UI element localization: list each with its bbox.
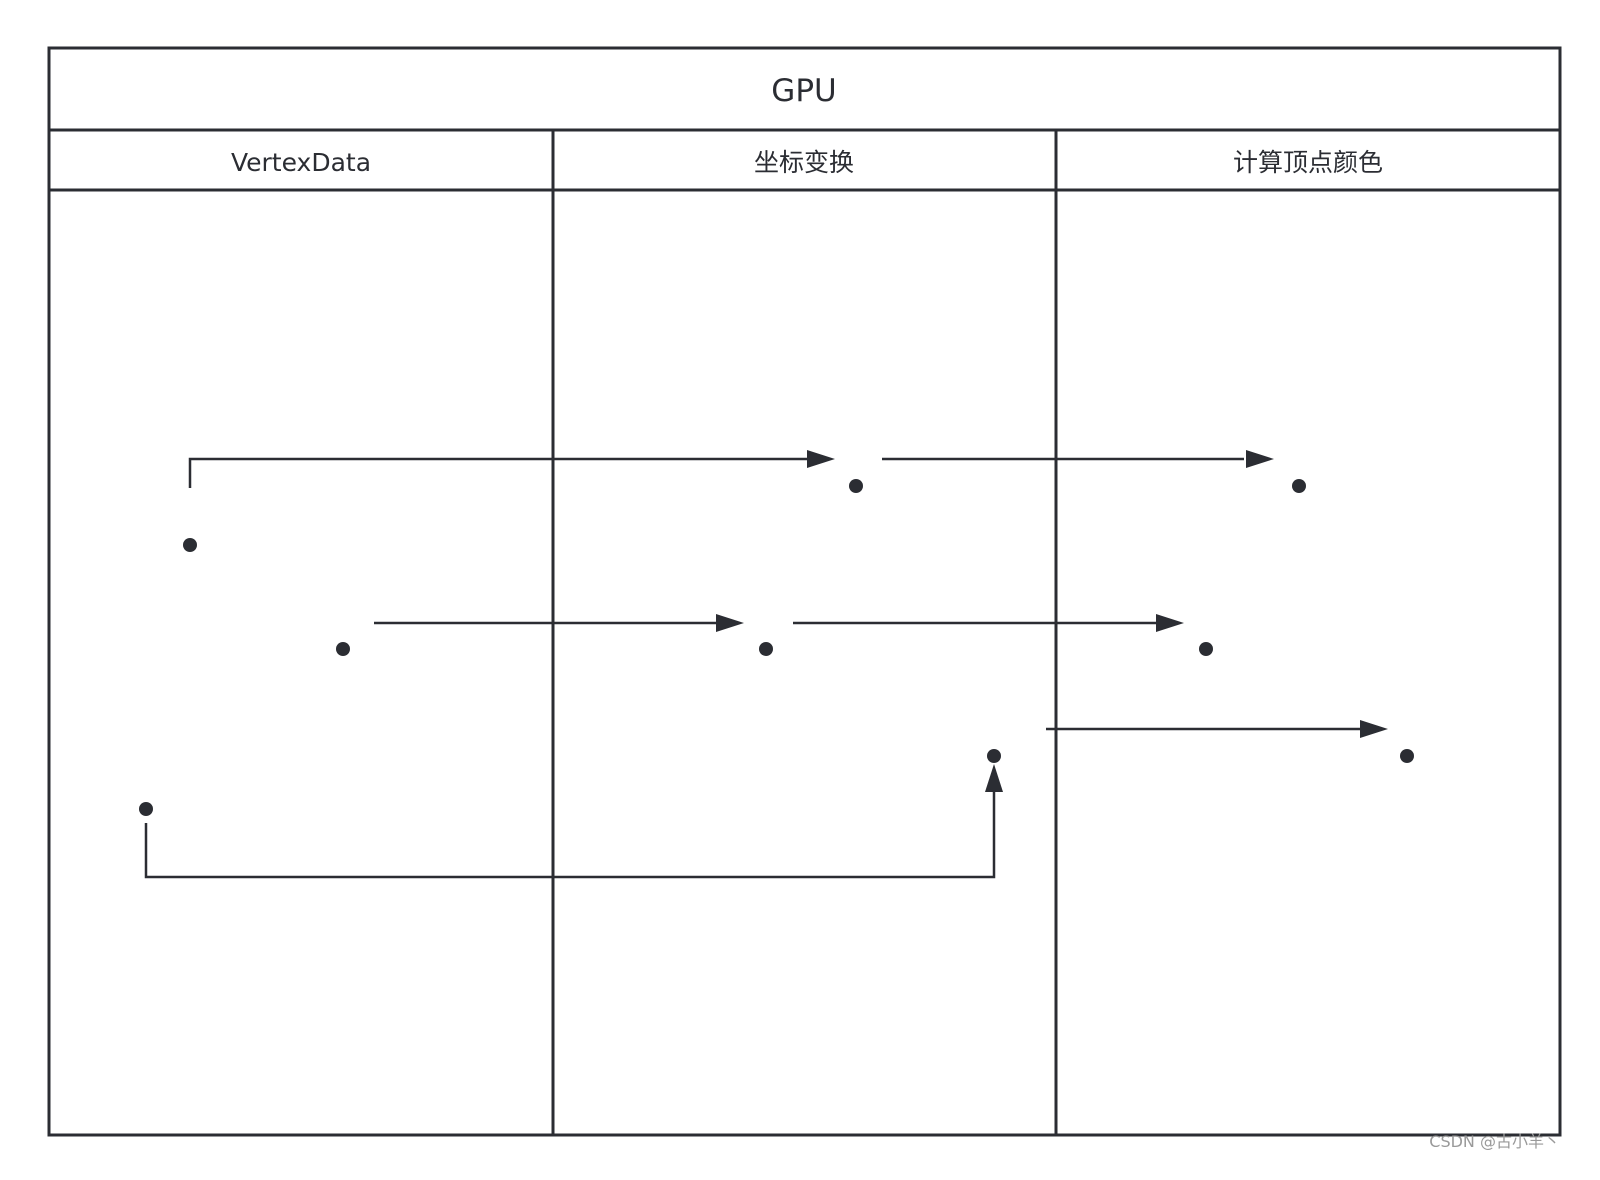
vertex-dot-colored-2 — [1199, 642, 1213, 656]
vertex-dot-source-2 — [336, 642, 350, 656]
arrowhead-mid-2 — [1156, 614, 1184, 632]
vertex-dot-transformed-3 — [987, 749, 1001, 763]
vertex-dot-colored-1 — [1292, 479, 1306, 493]
lane-header-vertex-color: 计算顶点颜色 — [1233, 148, 1383, 177]
arrowhead-top-1 — [807, 450, 835, 468]
arrowhead-bottom-1 — [985, 764, 1003, 792]
vertex-dot-transformed-2 — [759, 642, 773, 656]
vertex-dot-source-1 — [183, 538, 197, 552]
arrowhead-top-2 — [1246, 450, 1274, 468]
lane-header-transform: 坐标变换 — [754, 148, 854, 177]
connector-bottom-1 — [144, 790, 996, 879]
arrowhead-mid-1 — [716, 614, 744, 632]
pool-title: GPU — [771, 73, 836, 109]
pool-frame — [47, 46, 1562, 1137]
arrowhead-bottom-2 — [1360, 720, 1388, 738]
vertex-dot-colored-3 — [1400, 749, 1414, 763]
lane-header-vertexdata: VertexData — [231, 148, 371, 177]
watermark-text: CSDN @古小羊丶 — [1429, 1132, 1560, 1151]
vertex-dot-transformed-1 — [849, 479, 863, 493]
connector-top-1 — [188, 457, 810, 488]
vertex-dot-source-3 — [139, 802, 153, 816]
